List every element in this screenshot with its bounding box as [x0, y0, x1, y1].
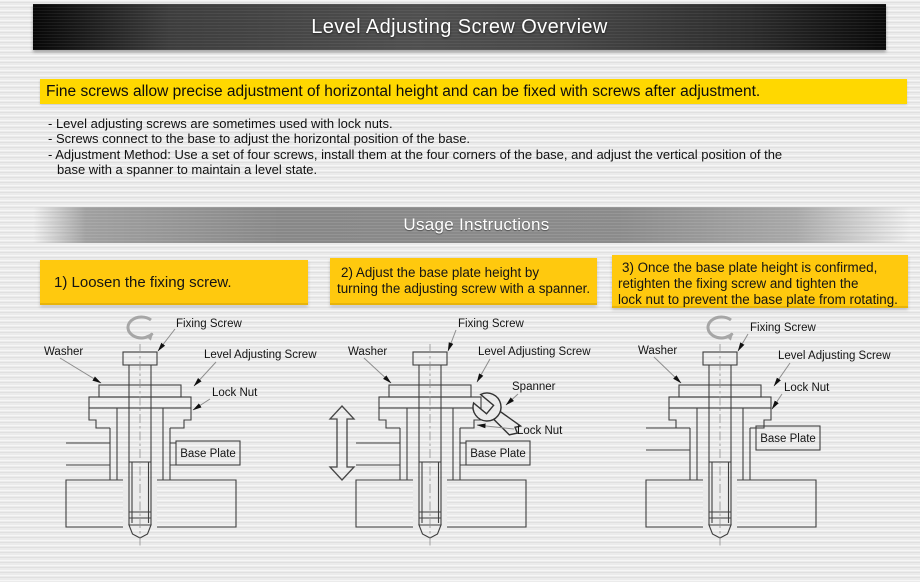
highlight-banner: Fine screws allow precise adjustment of …: [40, 79, 907, 104]
label-base-plate: Base Plate: [180, 448, 236, 460]
diagram-step1-loosen: Base Plate Fixing Screw Washer Level Adj…: [44, 310, 317, 547]
label-washer: Washer: [348, 346, 387, 358]
label-level-adjusting-screw: Level Adjusting Screw: [778, 350, 891, 362]
label-lock-nut: Lock Nut: [517, 425, 563, 437]
bullet-item: - Screws connect to the base to adjust t…: [48, 131, 471, 147]
label-level-adjusting-screw: Level Adjusting Screw: [478, 346, 591, 358]
title-bar: Level Adjusting Screw Overview: [33, 4, 886, 50]
screw-assembly-drawing: [65, 343, 237, 547]
diagram-step3-retighten: Base Plate Fixing Screw Washer Level Adj…: [638, 310, 891, 547]
rotate-arrow-icon: [708, 317, 733, 338]
highlight-text: Fine screws allow precise adjustment of …: [46, 82, 761, 100]
step-box-2: 2) Adjust the base plate height by turni…: [330, 258, 597, 305]
label-lock-nut: Lock Nut: [212, 387, 258, 399]
label-base-plate: Base Plate: [470, 448, 526, 460]
diagram-step2-adjust: Base Plate Fixing Screw Washer Level Adj…: [328, 318, 591, 547]
label-lock-nut: Lock Nut: [784, 382, 830, 394]
bullet-item: - Level adjusting screws are sometimes u…: [48, 116, 393, 131]
label-base-plate: Base Plate: [760, 433, 816, 445]
label-level-adjusting-screw: Level Adjusting Screw: [204, 349, 317, 361]
spanner-icon: [472, 392, 523, 436]
base-plate-callout: Base Plate: [356, 440, 531, 466]
bullet-item: - Adjustment Method: Use a set of four s…: [48, 146, 783, 178]
step-box-3: 3) Once the base plate height is confirm…: [612, 255, 908, 308]
page-title: Level Adjusting Screw Overview: [311, 15, 608, 38]
step-3-text-line: lock nut to prevent the base plate from …: [618, 291, 898, 307]
bullet-list: - Level adjusting screws are sometimes u…: [48, 116, 810, 178]
step-3-text-line: 3) Once the base plate height is confirm…: [622, 260, 878, 275]
step-3-text-line: retighten the fixing screw and tighten t…: [618, 275, 859, 291]
label-fixing-screw: Fixing Screw: [458, 318, 525, 330]
label-fixing-screw: Fixing Screw: [750, 322, 817, 334]
label-fixing-screw: Fixing Screw: [176, 318, 243, 330]
base-plate-callout: Base Plate: [646, 425, 821, 451]
usage-section-title: Usage Instructions: [403, 215, 550, 234]
section-bar-usage: Usage Instructions: [33, 207, 920, 243]
label-washer: Washer: [44, 346, 83, 358]
step-box-1: 1) Loosen the fixing screw.: [40, 260, 308, 305]
step-2-text-line: turning the adjusting screw with a spann…: [337, 281, 591, 296]
rotate-arrow-icon: [128, 317, 153, 338]
label-spanner: Spanner: [512, 381, 556, 393]
step-2-text-line: 2) Adjust the base plate height by: [341, 265, 540, 280]
label-washer: Washer: [638, 345, 677, 357]
step-1-text: 1) Loosen the fixing screw.: [54, 274, 232, 291]
base-plate-callout: Base Plate: [66, 440, 241, 466]
double-vertical-arrow-icon: [328, 405, 356, 481]
